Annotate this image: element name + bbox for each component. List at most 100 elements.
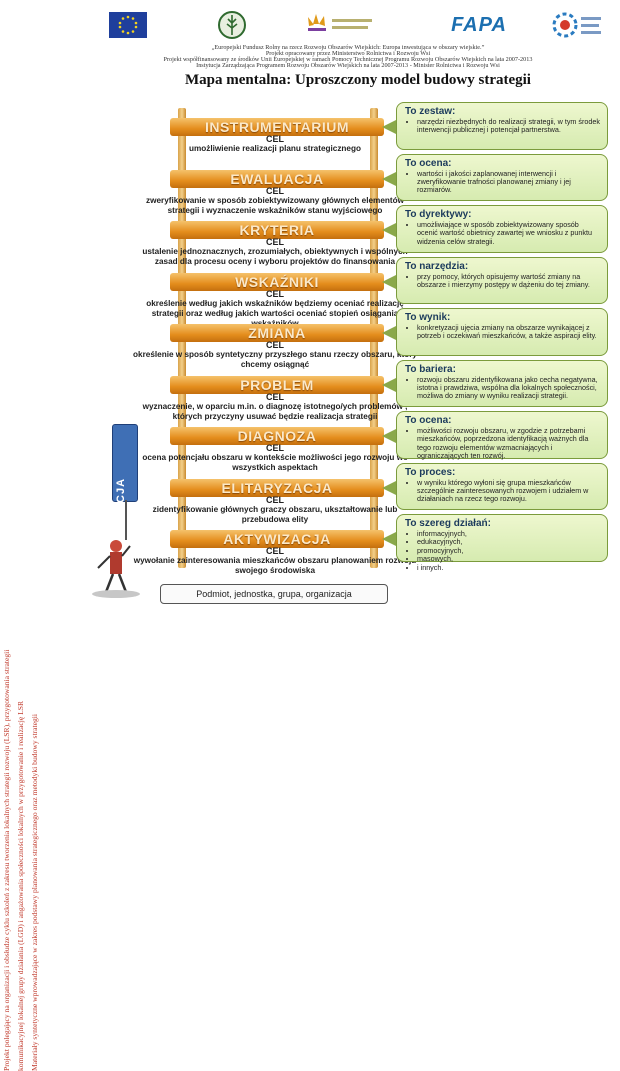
definition-list: przy pomocy, których opisujemy wartość z… (405, 272, 601, 290)
step-label: WSKAŹNIKI (235, 273, 319, 290)
box-pointer-arrow (382, 274, 396, 289)
definition-list: informacyjnych,edukacyjnych,promocyjnych… (405, 529, 601, 572)
definition-title: To zestaw: (405, 106, 456, 117)
box-pointer-arrow (382, 171, 396, 186)
definition-item: informacyjnych, (417, 529, 601, 538)
definition-box: To proces:w wyniku którego wyłoni się gr… (396, 462, 608, 510)
definition-item: promocyjnych, (417, 546, 601, 555)
step-label: AKTYWIZACJA (223, 531, 331, 547)
definition-title: To ocena: (405, 157, 452, 169)
goal-text: wyznaczenie, w oparciu m.in. o diagnozę … (142, 401, 408, 421)
definition-title: To dyrektywy: (405, 209, 472, 220)
page-title: Mapa mentalna: Uproszczony model budowy … (185, 72, 531, 88)
box-pointer-arrow (382, 377, 396, 392)
definition-list: narzędzi niezbędnych do realizacji strat… (405, 117, 601, 135)
definition-box: To bariera:rozwoju obszaru zidentyfikowa… (396, 359, 608, 407)
step-label: ELITARYZACJA (221, 479, 333, 496)
goal-text: ocena potencjału obszaru w kontekście mo… (142, 453, 408, 472)
side-text-2: komunikacyjnej lokalnej grupy działania … (16, 700, 25, 1071)
box-pointer-arrow (382, 120, 396, 134)
goal-text: określenie w sposób syntetyczny przyszłe… (133, 350, 417, 369)
header-line-2: Projekt opracowany przez Ministerstwo Ro… (265, 50, 431, 57)
definition-title: To narzędzia: (405, 260, 469, 272)
fapa-logo: FAPA (451, 13, 507, 36)
definition-list: wartości i jakości zaplanowanej interwen… (405, 169, 601, 195)
header-line-4: Instytucja Zarządzająca Programem Rozwoj… (196, 62, 500, 69)
ladder-rung (170, 118, 384, 136)
definition-item: możliwości rozwoju obszaru, w zgodzie z … (417, 426, 601, 461)
definition-item: umożliwiające w sposób zobiektywizowany … (417, 220, 601, 246)
box-pointer-arrow (382, 223, 396, 237)
box-pointer-arrow (382, 480, 396, 495)
definition-box: To ocena:wartości i jakości zaplanowanej… (396, 153, 608, 201)
definition-item: narzędzi niezbędnych do realizacji strat… (417, 117, 601, 135)
ladder-rung (170, 375, 384, 394)
goal-heading: CEL (266, 134, 284, 144)
goal-text: wywołanie zainteresowania mieszkańców ob… (133, 556, 417, 575)
ladder-rung (170, 324, 384, 342)
definition-item: i innych. (417, 563, 601, 572)
person-figure-icon (92, 500, 140, 598)
definition-title: To bariera: (405, 363, 456, 375)
definition-title: To proces: (405, 466, 456, 478)
definition-item: w wyniku którego wyłoni się grupa mieszk… (417, 478, 601, 504)
definition-item: rozwoju obszaru zidentyfikowana jako cec… (417, 375, 601, 401)
ladder-rung (170, 427, 384, 445)
definition-title: To ocena: (405, 415, 452, 426)
prow-logo (550, 10, 606, 40)
goal-heading: CEL (266, 288, 284, 299)
ladder-rung (170, 169, 384, 188)
definition-item: edukacyjnych, (417, 537, 601, 546)
definition-list: umożliwiające w sposób zobiektywizowany … (405, 220, 601, 246)
definition-title: To szereg działań: (405, 518, 491, 529)
header-line-3: Projekt współfinansowany ze środków Unii… (163, 56, 533, 63)
step-label: ZMIANA (248, 325, 306, 341)
ladder-rung (170, 272, 384, 291)
definition-box: To ocena:możliwości rozwoju obszaru, w z… (396, 411, 608, 461)
side-text-1: Projekt polegający na organizacji i obsł… (2, 649, 11, 1071)
step-label: PROBLEM (240, 376, 314, 393)
bottom-subject-label: Podmiot, jednostka, grupa, organizacja (160, 584, 388, 604)
goal-text: określenie według jakich wskaźników będz… (146, 298, 404, 328)
box-pointer-arrow (382, 532, 396, 546)
definition-list: możliwości rozwoju obszaru, w zgodzie z … (405, 426, 601, 461)
inicjacja-badge: INICJACJA (112, 424, 138, 545)
definition-item: przy pomocy, których opisujemy wartość z… (417, 272, 601, 290)
definition-list: rozwoju obszaru zidentyfikowana jako cec… (405, 375, 601, 401)
definition-item: konkretyzacji ujęcia zmiany na obszarze … (417, 323, 601, 341)
definition-list: w wyniku którego wyłoni się grupa mieszk… (405, 478, 601, 504)
box-pointer-arrow (382, 326, 396, 340)
definition-box: To wynik:konkretyzacji ujęcia zmiany na … (396, 308, 608, 356)
definition-box: To zestaw:narzędzi niezbędnych do realiz… (396, 102, 608, 150)
definition-box: To narzędzia:przy pomocy, których opisuj… (396, 256, 608, 304)
goal-heading: CEL (266, 494, 284, 505)
step-label: INSTRUMENTARIUM (204, 119, 350, 135)
goal-heading: CEL (266, 237, 284, 247)
step-label: KRYTERIA (239, 222, 315, 238)
step-label: EWALUACJA (230, 170, 324, 187)
ladder-rung (170, 530, 384, 548)
goal-text: zweryfikowanie w sposób zobiektywizowany… (146, 195, 404, 215)
ladder-rung (170, 478, 384, 497)
definition-item: wartości i jakości zaplanowanej interwen… (417, 169, 601, 195)
box-pointer-arrow (382, 429, 396, 443)
goal-heading: CEL (266, 185, 284, 196)
eu-flag-logo (108, 10, 148, 40)
side-text-3: Materiały syntetyczne wprowadzające w za… (30, 714, 39, 1071)
definition-title: To wynik: (405, 312, 451, 323)
ministry-logo (212, 10, 252, 40)
goal-text: zidentyfikowanie głównych graczy obszaru… (152, 504, 398, 524)
goal-heading: CEL (266, 546, 284, 556)
goal-text: ustalenie jednoznacznych, zrozumiałych, … (142, 247, 408, 266)
leader-logo (300, 10, 380, 40)
goal-heading: CEL (266, 443, 284, 453)
goal-text: umożliwienie realizacji planu strategicz… (189, 144, 361, 153)
